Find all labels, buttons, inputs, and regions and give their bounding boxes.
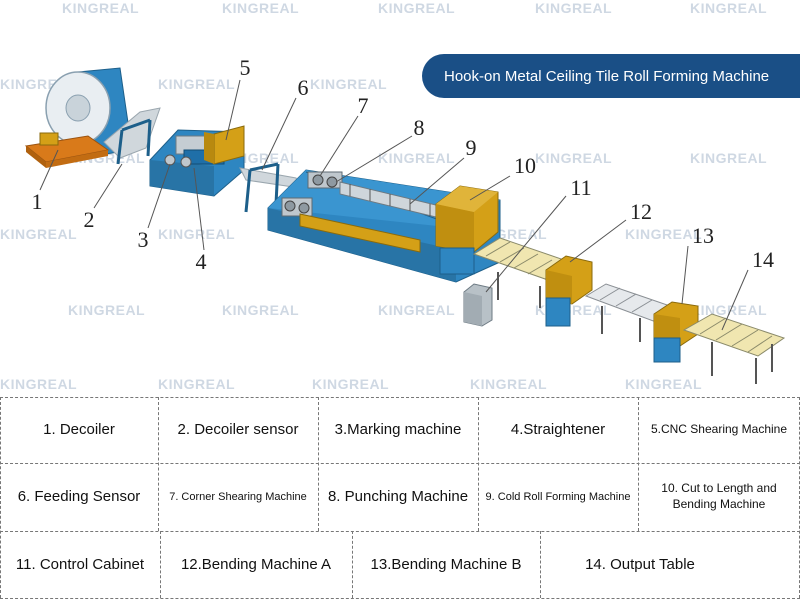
bending-machine-b [653, 301, 699, 363]
legend-item-marking-machine: 3.Marking machine [334, 421, 462, 439]
callout-14: 14 [752, 247, 774, 272]
callout-13: 13 [692, 223, 714, 248]
watermark: KINGREAL [470, 376, 548, 392]
callout-11: 11 [570, 175, 592, 200]
watermark: KINGREAL [625, 226, 703, 242]
watermark: KINGREAL [0, 376, 78, 392]
callout-5: 5 [239, 55, 251, 80]
watermark: KINGREAL [158, 226, 236, 242]
legend-item-straightener: 4.Straightener [510, 421, 606, 439]
watermark: KINGREAL [222, 302, 300, 318]
watermark: KINGREAL [158, 76, 236, 92]
legend-item-feeding-sensor: 6. Feeding Sensor [17, 488, 141, 506]
feeding-sensor [244, 162, 280, 213]
punching-machine [281, 197, 313, 217]
machine-diagram: KINGREAL KINGREAL KINGREAL KINGREAL KING… [0, 0, 800, 392]
control-cabinet [463, 283, 493, 327]
legend-item-cold-roll-forming-machine: 9. Cold Roll Forming Machine [485, 490, 631, 503]
legend-item-decoiler-sensor: 2. Decoiler sensor [177, 421, 299, 439]
corner-shearing-machine [307, 171, 343, 189]
watermark: KINGREAL [690, 0, 768, 16]
legend-item-decoiler: 1. Decoiler [43, 421, 115, 439]
watermark: KINGREAL [378, 302, 456, 318]
watermark: KINGREAL [625, 376, 703, 392]
title-banner: Hook-on Metal Ceiling Tile Roll Forming … [422, 54, 800, 98]
callout-6: 6 [297, 75, 309, 100]
callout-8: 8 [413, 115, 425, 140]
watermark: KINGREAL [312, 376, 390, 392]
watermark: KINGREAL [690, 302, 768, 318]
watermark: KINGREAL [0, 226, 78, 242]
watermark: KINGREAL [535, 0, 613, 16]
legend-item-cut-to-length-bending-machine: 10. Cut to Length and Bending Machine [661, 481, 777, 511]
callout-4: 4 [195, 249, 207, 274]
decoiler-sensor [116, 118, 152, 165]
watermark: KINGREAL [378, 150, 456, 166]
leader-lines [39, 79, 749, 331]
watermark: KINGREAL [158, 376, 236, 392]
legend-item-bending-machine-a: 12.Bending Machine A [180, 555, 332, 573]
watermark: KINGREAL [62, 0, 140, 16]
callout-1: 1 [31, 189, 43, 214]
legend-item-cnc-shearing-machine: 5.CNC Shearing Machine [650, 422, 788, 437]
legend-item-control-cabinet: 11. Control Cabinet [15, 555, 145, 573]
legend-item-punching-machine: 8. Punching Machine [327, 488, 469, 506]
legend-table: 1. Decoiler 2. Decoiler sensor 3.Marking… [0, 395, 800, 600]
output-table [682, 313, 786, 384]
watermark: KINGREAL [310, 76, 388, 92]
watermark: KINGREAL [68, 302, 146, 318]
watermark: KINGREAL [378, 0, 456, 16]
cnc-shearing-machine [204, 125, 245, 165]
callout-3: 3 [137, 227, 149, 252]
callout-7: 7 [357, 93, 369, 118]
callout-9: 9 [465, 135, 477, 160]
callout-12: 12 [630, 199, 652, 224]
watermark: KINGREAL [222, 0, 300, 16]
watermark: KINGREAL [690, 150, 768, 166]
callout-10: 10 [514, 153, 536, 178]
bending-machine-a [545, 255, 593, 327]
legend-item-output-table: 14. Output Table [585, 555, 695, 573]
cut-to-length-bending-machine [435, 185, 499, 275]
callout-2: 2 [83, 207, 95, 232]
legend-item-corner-shearing-machine: 7. Corner Shearing Machine [169, 490, 307, 503]
machine-illustration [24, 67, 786, 384]
watermark: KINGREAL [535, 150, 613, 166]
legend-item-bending-machine-b: 13.Bending Machine B [370, 555, 522, 573]
